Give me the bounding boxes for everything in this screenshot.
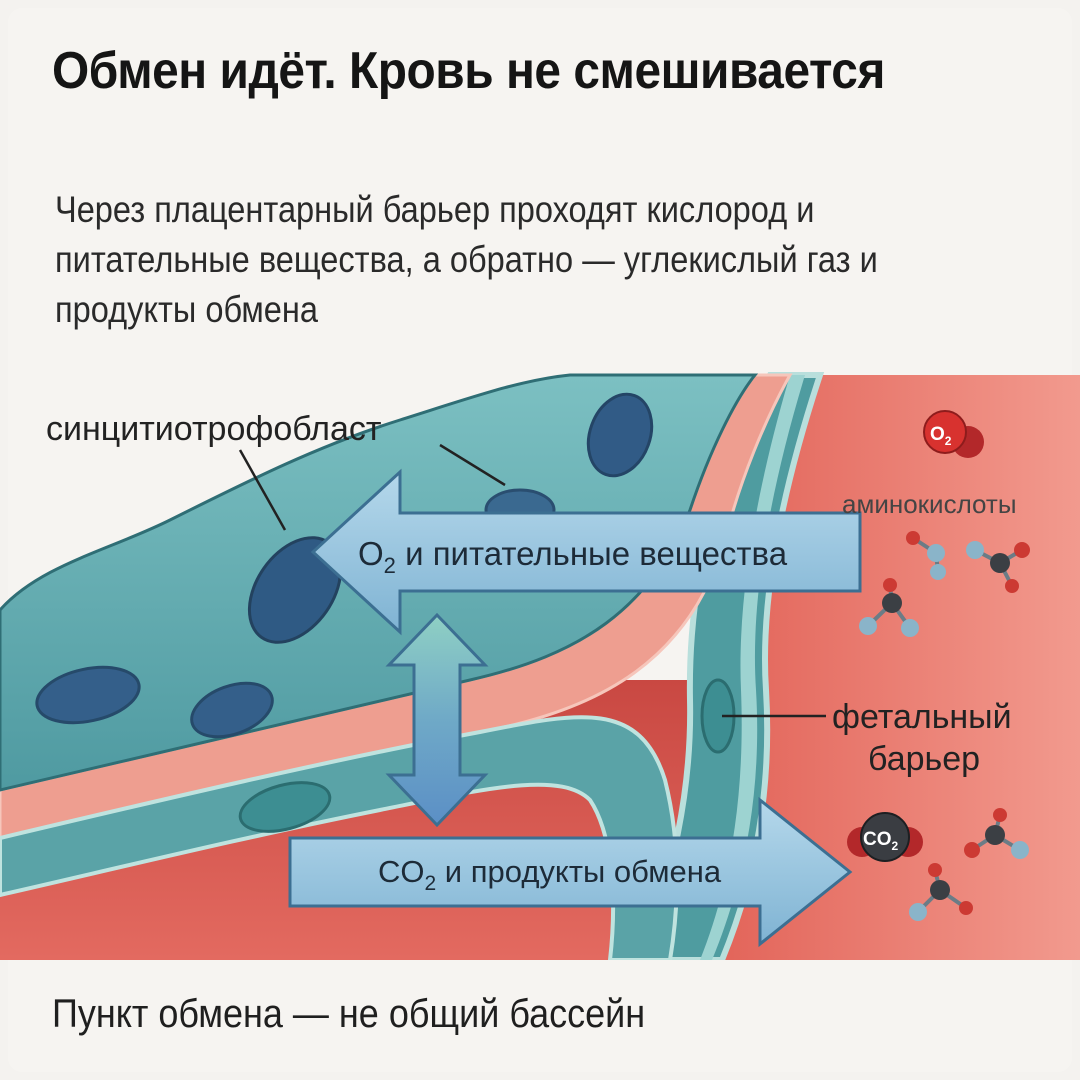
arrow-co2-label: CO2 и продукты обмена (378, 854, 722, 895)
villus-lower-branch (0, 715, 679, 960)
pointer-line (439, 443, 506, 487)
exchange-double-arrow (385, 612, 489, 828)
arrow-o2-nutrients[interactable] (310, 468, 862, 636)
subtitle: Через плацентарный барьер проходят кисло… (55, 189, 878, 330)
pointer-line (238, 449, 287, 531)
page-title: Обмен идёт. Кровь не смешивается (52, 42, 885, 100)
molecule-icon (966, 541, 1030, 593)
molecule-icon (909, 863, 973, 921)
molecule-icon (906, 531, 946, 580)
placenta-diagram: O2 и питательные вещества CO2 и продукты… (0, 372, 1080, 960)
label-amino-acids: аминокислоты (842, 489, 1017, 519)
molecule-icon (859, 578, 919, 637)
arrow-o2-label: O2 и питательные вещества (358, 535, 788, 578)
svg-text:CO2: CO2 (863, 829, 899, 853)
nucleus (586, 392, 654, 478)
svg-text:O2: O2 (930, 424, 952, 448)
label-syncytiotrophoblast: синцитиотрофобласт (46, 410, 382, 448)
o2-molecule: O2 (923, 410, 984, 458)
co2-molecule: CO2 (847, 812, 923, 862)
nucleus (190, 681, 274, 739)
fetal-endothelium-inner (700, 375, 805, 960)
label-fetal-barrier: фетальный (832, 698, 1012, 736)
molecule-icon (964, 808, 1029, 859)
footer-caption: Пункт обмена — не общий бассейн (52, 992, 646, 1036)
endothelial-nucleus (238, 781, 332, 833)
nucleus (35, 665, 141, 725)
arrow-co2-waste[interactable] (288, 796, 853, 948)
label-fetal-barrier: барьер (868, 740, 980, 778)
